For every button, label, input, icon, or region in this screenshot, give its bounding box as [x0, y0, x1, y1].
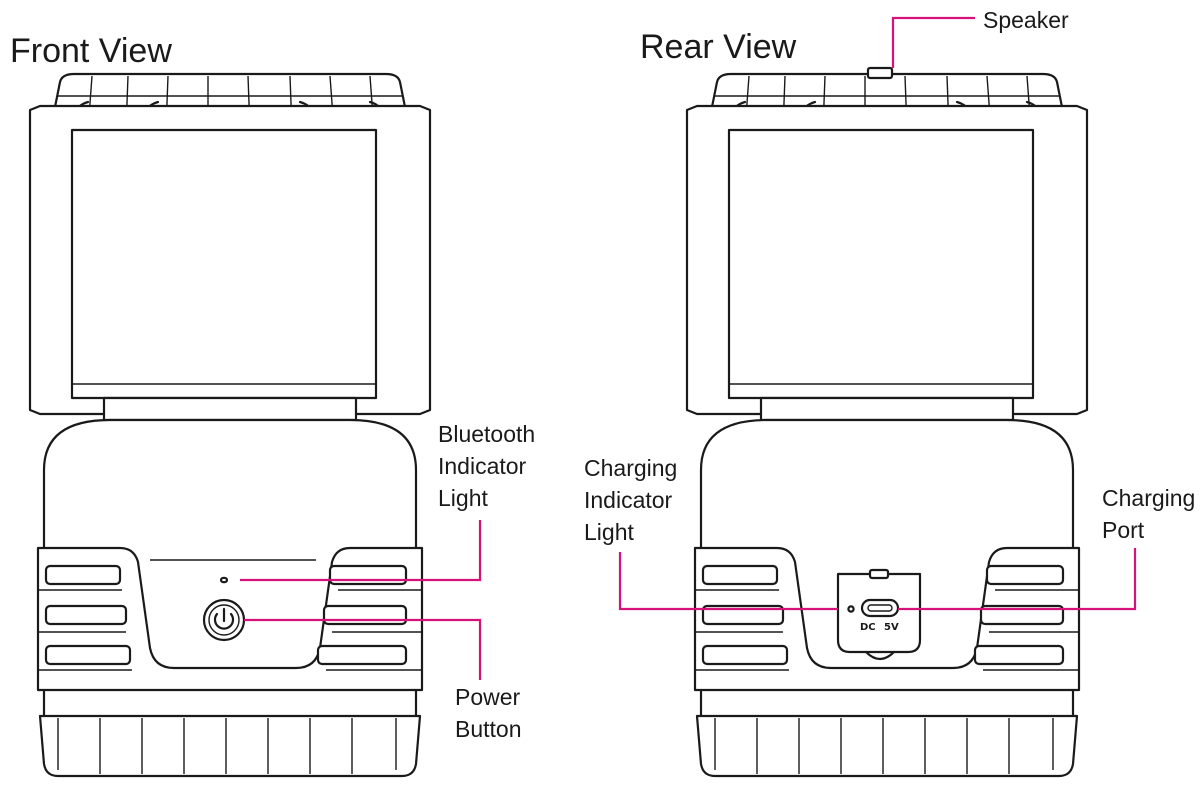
power-button[interactable] [202, 598, 246, 642]
power-leader-line [244, 618, 482, 680]
rear-view-title: Rear View [640, 28, 797, 66]
power-button-label: Power Button [455, 684, 522, 742]
power-label-line-1: Power [455, 684, 521, 710]
front-view-title: Front View [10, 32, 172, 70]
bluetooth-leader-line [240, 520, 482, 582]
charging-indicator-leader-line [618, 552, 838, 611]
bluetooth-indicator-label: Bluetooth Indicator Light [438, 421, 535, 511]
charging-indicator-line-3: Light [584, 519, 634, 545]
speaker-grille [866, 66, 894, 80]
charging-port-leader-line [898, 548, 1137, 611]
charging-port-label: Charging Port [1102, 485, 1195, 543]
front-lantern [28, 72, 432, 778]
port-marking-5v: 5V [884, 622, 899, 633]
port-marking-dc: DC [860, 622, 876, 633]
bluetooth-label-line-1: Bluetooth [438, 421, 535, 447]
charging-port-line-2: Port [1102, 517, 1145, 543]
speaker-leader-line [891, 16, 975, 68]
charging-indicator-light [847, 605, 855, 613]
charging-indicator-line-2: Indicator [584, 487, 673, 513]
speaker-label: Speaker [983, 7, 1069, 33]
charging-indicator-label: Charging Indicator Light [584, 455, 677, 545]
power-icon [213, 607, 235, 630]
power-label-line-2: Button [455, 716, 522, 742]
charging-port-line-1: Charging [1102, 485, 1195, 511]
bluetooth-label-line-2: Indicator [438, 453, 527, 479]
bluetooth-indicator-light [219, 576, 229, 584]
bluetooth-label-line-3: Light [438, 485, 488, 511]
charging-indicator-line-1: Charging [584, 455, 677, 481]
rear-lantern: DC 5V [685, 66, 1089, 778]
